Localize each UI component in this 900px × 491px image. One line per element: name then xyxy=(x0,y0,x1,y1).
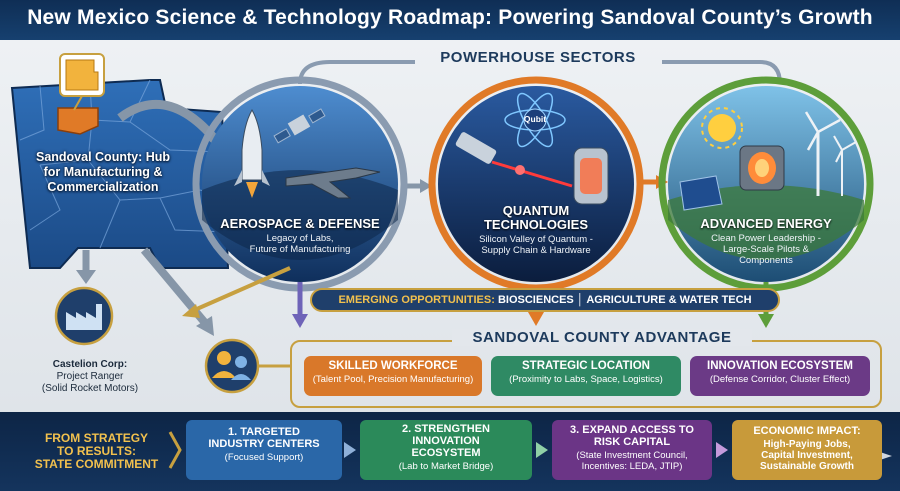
advantage-title: SANDOVAL COUNTY ADVANTAGE xyxy=(452,329,752,346)
arrow-map-to-castelion xyxy=(76,270,96,284)
sector-title: AEROSPACE & DEFENSE xyxy=(220,216,380,231)
sector-subtitle: Legacy of Labs, Future of Manufacturing xyxy=(249,233,351,255)
advantage-strategic-location: STRATEGIC LOCATION (Proximity to Labs, S… xyxy=(491,356,681,396)
strategy-label: FROM STRATEGY TO RESULTS: STATE COMMITME… xyxy=(34,431,159,471)
locator-icon xyxy=(59,53,105,111)
step-economic-impact: ECONOMIC IMPACT: High-Paying Jobs,Capita… xyxy=(732,420,882,480)
cryostat-icon xyxy=(573,147,609,205)
sector-title: ADVANCED ENERGY xyxy=(700,216,832,231)
workforce-icon xyxy=(204,338,260,394)
arrow-quantum-down xyxy=(528,312,544,326)
emerging-lead: EMERGING OPPORTUNITIES: xyxy=(338,294,495,306)
factory-icon xyxy=(54,286,114,346)
title-bar xyxy=(0,0,900,40)
arrow-map-to-workforce xyxy=(196,316,214,336)
reactor-icon xyxy=(739,145,785,191)
arrow-step1-to-step2 xyxy=(344,442,356,458)
sun-icon xyxy=(701,107,743,149)
jet-icon xyxy=(285,167,381,199)
arrow-aero-to-quantum xyxy=(420,179,432,193)
sector-subtitle: Silicon Valley of Quantum - Supply Chain… xyxy=(479,234,593,256)
arrow-energy-down xyxy=(758,314,774,328)
arrow-aero-to-castelion xyxy=(182,304,200,318)
sandoval-county-highlight xyxy=(57,107,99,135)
aerospace-circle xyxy=(202,86,398,282)
sector-title: QUANTUM TECHNOLOGIES xyxy=(483,203,588,232)
rocket-icon xyxy=(234,108,270,198)
advantage-innovation-ecosystem: INNOVATION ECOSYSTEM (Defense Corridor, … xyxy=(690,356,870,396)
powerhouse-sectors-title: POWERHOUSE SECTORS xyxy=(440,49,636,66)
qubit-atom-icon xyxy=(504,92,566,148)
sector-energy: ADVANCED ENERGY Clean Power Leadership -… xyxy=(676,216,856,267)
sector-subtitle: Clean Power Leadership - Large-Scale Pil… xyxy=(711,233,821,266)
diagram-graphics xyxy=(10,53,874,394)
emerging-items: BIOSCIENCES │ AGRICULTURE & WATER TECH xyxy=(497,294,752,306)
quantum-circle xyxy=(438,86,634,282)
sector-aerospace: AEROSPACE & DEFENSE Legacy of Labs, Futu… xyxy=(210,216,390,256)
emerging-opportunities-bar: EMERGING OPPORTUNITIES: BIOSCIENCES │ AG… xyxy=(310,288,780,312)
energy-circle xyxy=(668,86,864,282)
sandoval-county-label: Sandoval County: Hub for Manufacturing &… xyxy=(35,150,171,194)
arrow-aero-down xyxy=(292,314,308,328)
page-title: New Mexico Science & Technology Roadmap:… xyxy=(27,6,873,29)
sector-quantum: QUANTUM TECHNOLOGIES Silicon Valley of Q… xyxy=(446,203,626,257)
satellite-icon xyxy=(273,108,326,144)
castelion-info: Castelion Corp: Project Ranger (Solid Ro… xyxy=(41,359,139,394)
advantage-skilled-workforce: SKILLED WORKFORCE (Talent Pool, Precisio… xyxy=(304,356,482,396)
chevron-right-icon xyxy=(168,431,182,469)
solar-panel-icon xyxy=(679,175,723,211)
arrow-step2-to-step3 xyxy=(536,442,548,458)
wind-turbine-icon xyxy=(804,111,857,196)
laser-icon xyxy=(455,132,573,188)
arrow-step3-to-impact xyxy=(716,442,728,458)
qubit-label: Qubit xyxy=(523,114,547,124)
